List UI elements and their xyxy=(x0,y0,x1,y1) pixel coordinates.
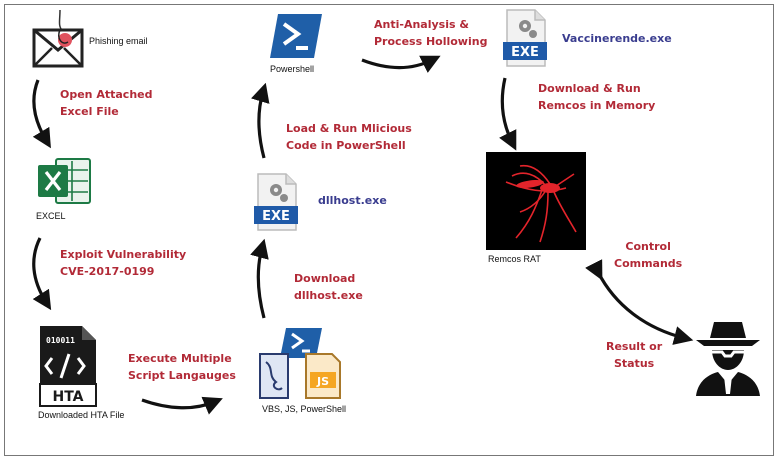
dllhost-badge-text: EXE xyxy=(262,209,290,224)
powershell-icon xyxy=(268,12,324,60)
exe-file-icon-vaccine: EXE xyxy=(500,8,550,68)
step-download-dllhost: Download dllhost.exe xyxy=(294,272,363,302)
exe-file-icon: EXE xyxy=(252,172,300,232)
excel-icon xyxy=(34,155,94,207)
excel-label: EXCEL xyxy=(36,211,66,221)
arrow-7 xyxy=(499,77,517,151)
vaccine-label: Vaccinerende.exe xyxy=(562,32,672,45)
vaccine-badge-text: EXE xyxy=(511,45,539,60)
arrow-6 xyxy=(361,55,441,73)
envelope-fishhook-icon xyxy=(30,8,86,70)
scripts-icon: JS xyxy=(256,324,344,402)
step-result: Result or Status xyxy=(606,340,663,370)
powershell-label: Powershell xyxy=(270,64,315,74)
arrow-5 xyxy=(251,82,270,159)
arrow-3 xyxy=(141,396,223,415)
step-exploit: Exploit Vulnerability CVE-2017-0199 xyxy=(60,248,187,278)
diagram-frame xyxy=(4,4,774,456)
scripts-label: VBS, JS, PowerShell xyxy=(262,404,347,414)
remcos-label: Remcos RAT xyxy=(488,254,541,264)
step-control: Control Commands xyxy=(614,240,683,270)
hta-label: Downloaded HTA File xyxy=(38,410,125,420)
step-open-excel: Open Attached Excel File xyxy=(60,88,153,118)
spy-icon xyxy=(692,318,764,398)
phishing-label: Phishing email xyxy=(89,36,148,46)
step-load-run: Load & Run Mlicious Code in PowerShell xyxy=(286,122,412,152)
arrow-8 xyxy=(585,259,694,345)
step-anti-analysis: Anti-Analysis & Process Hollowing xyxy=(374,18,488,48)
dllhost-label: dllhost.exe xyxy=(318,194,387,207)
hta-file-icon: 010011 HTA xyxy=(36,324,100,408)
arrow-4 xyxy=(250,238,269,319)
step-execute-scripts: Execute Multiple Script Langauges xyxy=(128,352,236,382)
arrow-1 xyxy=(32,79,51,149)
arrow-2 xyxy=(32,237,52,311)
mosquito-icon xyxy=(486,152,586,250)
hta-icon-text: HTA xyxy=(52,389,83,405)
hta-icon-bits: 010011 xyxy=(46,336,75,345)
step-download-remcos: Download & Run Remcos in Memory xyxy=(538,82,656,112)
js-badge-text: JS xyxy=(316,375,329,388)
